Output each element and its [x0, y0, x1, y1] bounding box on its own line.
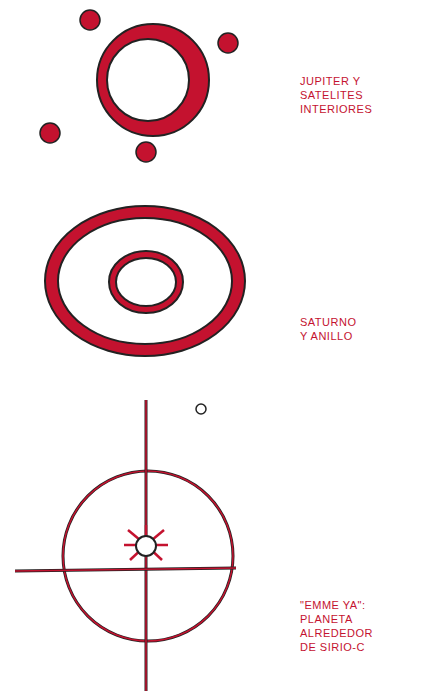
jupiter-figure	[40, 10, 238, 162]
figure-caption: JUPITER Y SATELITES INTERIORES	[300, 74, 392, 116]
figure-caption: SATURNO Y ANILLO	[300, 315, 362, 343]
saturn-figure	[45, 206, 245, 356]
figure-caption: "EMME YA": PLANETA ALREDEDOR DE SIRIO-C	[300, 598, 392, 654]
emme-ya-figure	[15, 400, 236, 691]
